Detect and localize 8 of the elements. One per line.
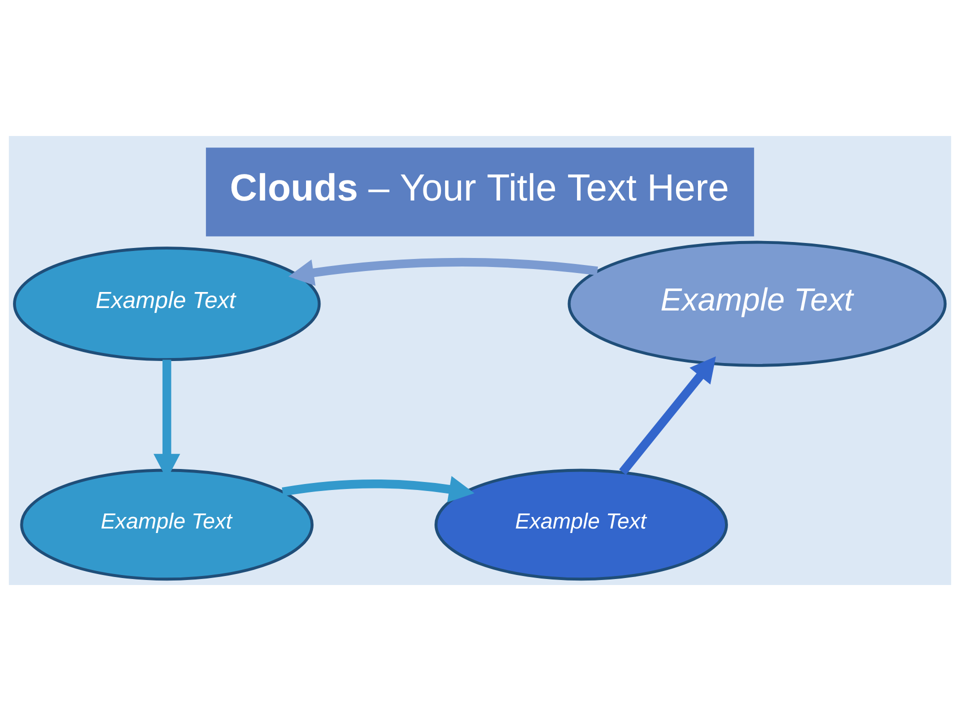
node-ellipse: Example Text <box>568 240 947 366</box>
node-ellipse: Example Text <box>434 468 728 580</box>
diagram-title: Clouds – Your Title Text Here <box>230 166 730 209</box>
arrow <box>288 257 598 286</box>
node-ellipse: Example Text <box>20 468 314 580</box>
arrow <box>282 476 474 502</box>
node-ellipse: Example Text <box>13 246 321 361</box>
arrow <box>619 356 716 474</box>
